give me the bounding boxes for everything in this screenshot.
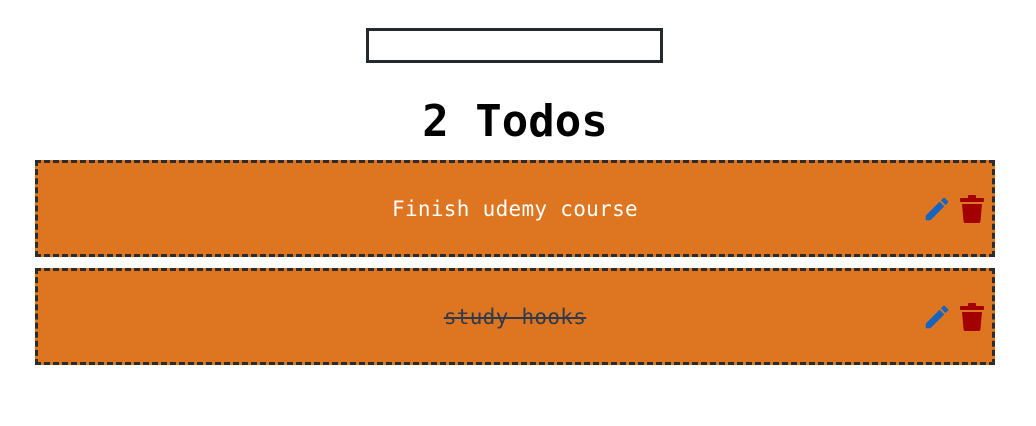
pencil-icon[interactable]: [922, 302, 952, 332]
trash-icon[interactable]: [960, 194, 984, 224]
trash-icon[interactable]: [960, 302, 984, 332]
todo-input[interactable]: [366, 28, 663, 63]
todo-list: Finish udemy course study hooks: [35, 160, 995, 376]
todo-count-title: 2 Todos: [422, 96, 608, 147]
todo-actions: [922, 194, 984, 224]
todo-item[interactable]: study hooks: [35, 268, 995, 365]
todo-text-completed[interactable]: study hooks: [443, 304, 587, 329]
pencil-icon[interactable]: [922, 194, 952, 224]
todo-actions: [922, 302, 984, 332]
todo-item[interactable]: Finish udemy course: [35, 160, 995, 257]
todo-text[interactable]: Finish udemy course: [392, 196, 638, 221]
